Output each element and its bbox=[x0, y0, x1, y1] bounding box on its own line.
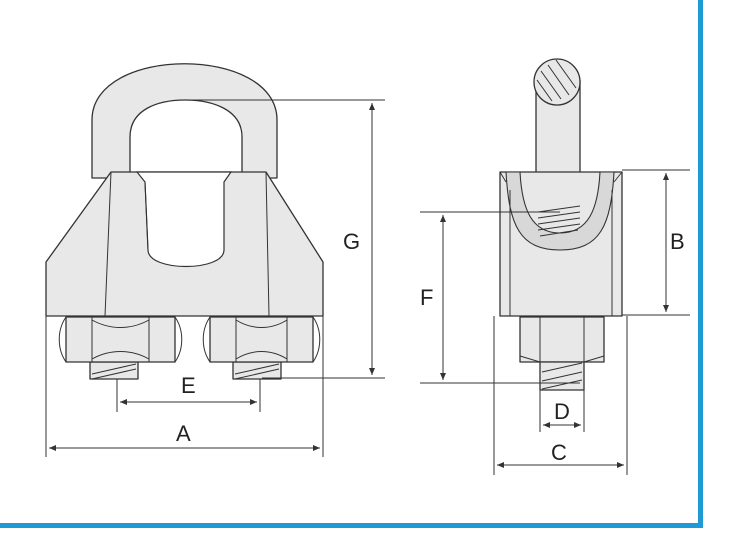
dimension-a: A bbox=[45, 316, 324, 457]
front-view bbox=[45, 63, 324, 380]
frame-border-bottom bbox=[0, 523, 703, 528]
dim-label-e: E bbox=[181, 373, 196, 398]
leg-line-left-inner bbox=[144, 181, 149, 251]
dim-label-a: A bbox=[176, 421, 191, 446]
side-nut bbox=[519, 316, 605, 363]
dimension-f: F bbox=[420, 211, 580, 384]
saddle-seat bbox=[505, 171, 615, 251]
rope-section bbox=[533, 58, 581, 106]
dimension-b: B bbox=[622, 169, 690, 316]
leg-line-left bbox=[104, 171, 112, 317]
hex-nut-left bbox=[58, 316, 183, 363]
dimension-c: C bbox=[493, 316, 628, 475]
leg-line-right bbox=[265, 171, 270, 317]
dim-label-f: F bbox=[420, 285, 433, 310]
dimension-g: G bbox=[185, 99, 385, 379]
thread-left bbox=[89, 361, 139, 380]
dimension-e: E bbox=[116, 373, 261, 412]
dim-label-d: D bbox=[554, 399, 570, 424]
side-view bbox=[499, 58, 623, 391]
side-thread bbox=[539, 361, 585, 391]
dim-label-b: B bbox=[670, 229, 685, 254]
dimension-d: D bbox=[539, 390, 585, 432]
dim-label-c: C bbox=[551, 440, 567, 465]
saddle-cavity bbox=[135, 171, 233, 267]
thread-right bbox=[232, 361, 282, 380]
dim-label-g: G bbox=[343, 229, 360, 254]
hex-nut-right bbox=[202, 316, 321, 363]
u-bolt bbox=[91, 63, 278, 179]
frame-border-right bbox=[698, 0, 703, 527]
